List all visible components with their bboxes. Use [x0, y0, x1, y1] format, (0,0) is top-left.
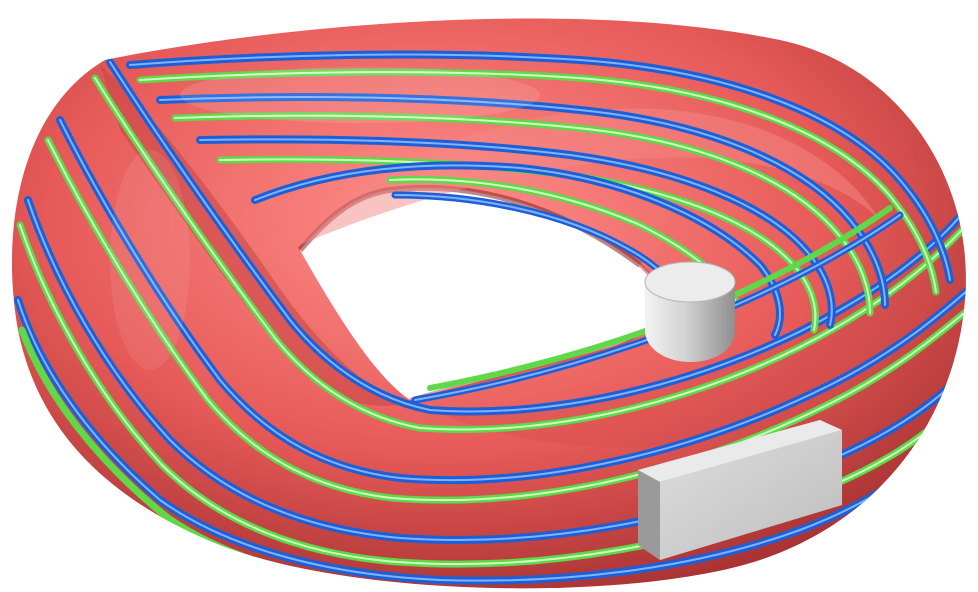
cylinder-block — [645, 262, 735, 362]
